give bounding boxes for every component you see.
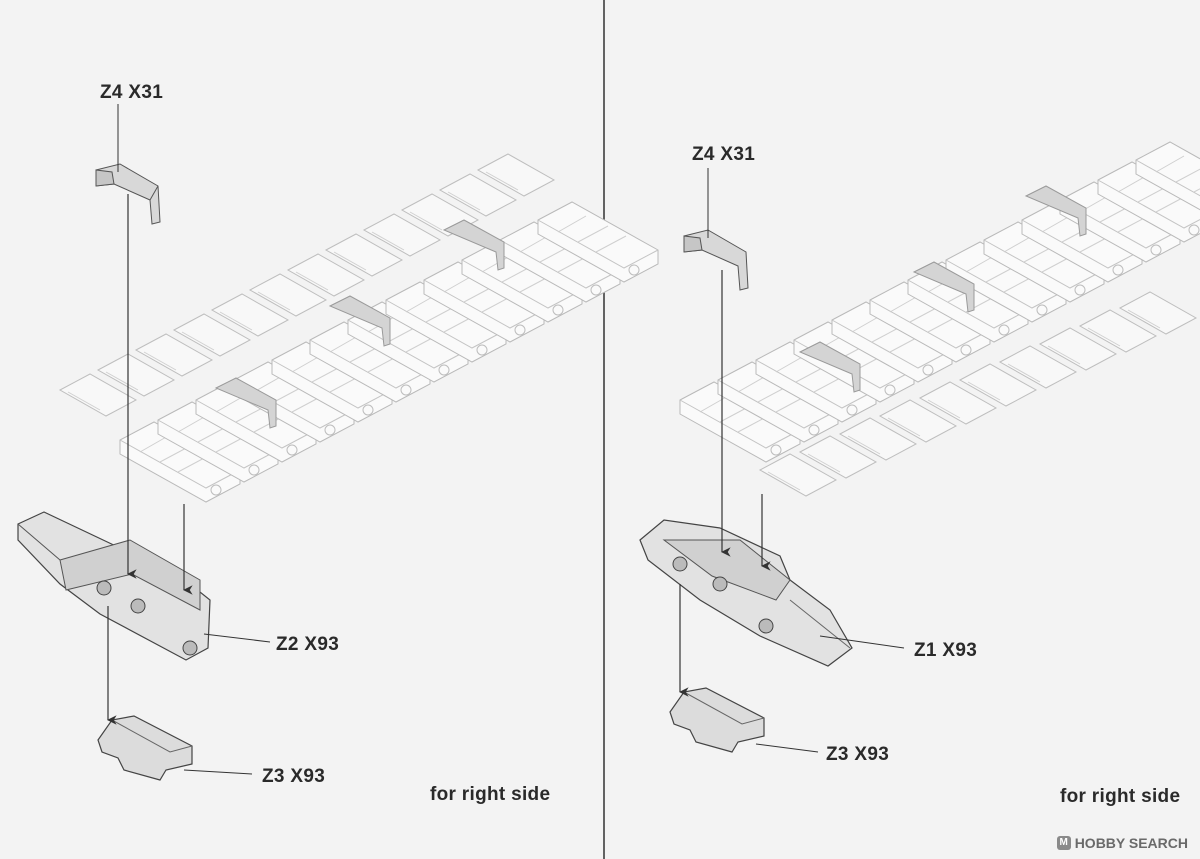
right-z1-label: Z1 X93	[914, 640, 978, 661]
left-z4-label: Z4 X31	[100, 82, 164, 103]
right-ghost-track	[679, 141, 1200, 497]
left-z3-label: Z3 X93	[262, 766, 326, 787]
right-side-label: for right side	[1060, 786, 1181, 807]
left-part-z4	[95, 163, 161, 225]
left-z2-leader	[203, 633, 271, 643]
left-part-z3	[97, 715, 193, 781]
right-part-z4	[683, 229, 749, 291]
left-z2-label: Z2 X93	[276, 634, 340, 655]
watermark-text: HOBBY SEARCH	[1074, 835, 1188, 851]
left-z3-leader	[183, 769, 253, 775]
left-side-label: for right side	[430, 784, 551, 805]
right-z3-label: Z3 X93	[826, 744, 890, 765]
watermark: M HOBBY SEARCH	[1056, 835, 1188, 851]
right-part-z3	[669, 687, 765, 753]
left-part-z2	[17, 511, 211, 661]
right-part-z1	[639, 519, 853, 667]
watermark-logo-icon: M	[1056, 836, 1071, 850]
left-ghost-track	[59, 153, 659, 503]
right-z4-label: Z4 X31	[692, 144, 756, 165]
right-z3-leader	[755, 743, 819, 753]
right-z1-leader	[819, 635, 905, 649]
